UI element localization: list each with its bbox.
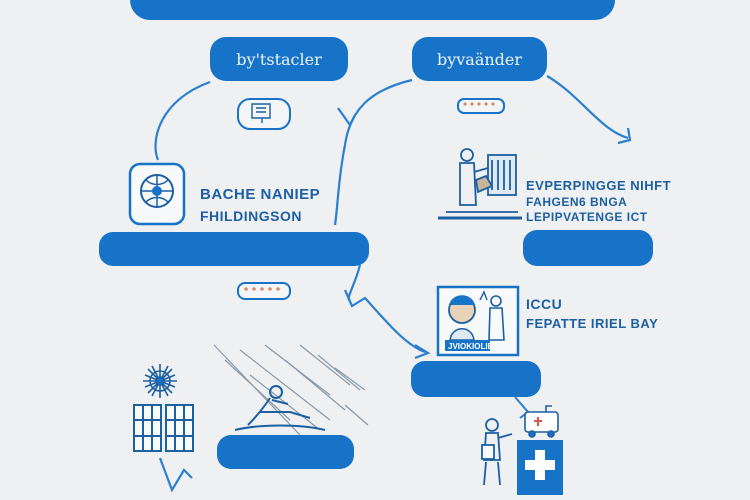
pill-dots-icon xyxy=(244,102,495,291)
solar-panel-icon xyxy=(133,404,194,452)
flow-arrow xyxy=(546,75,629,140)
top-banner xyxy=(130,0,615,20)
ambulance-icon xyxy=(524,405,559,438)
node-top-left[interactable]: by'tstacler xyxy=(210,37,348,81)
first-aid-cross-icon xyxy=(517,440,563,495)
flow-arrow xyxy=(333,78,413,226)
flow-arrow xyxy=(337,107,356,128)
bottom-left-bar[interactable] xyxy=(217,435,354,469)
flow-arrow xyxy=(158,457,193,493)
right-caption-line2: FAHGEN6 BNGA xyxy=(526,195,628,209)
flow-arrow xyxy=(414,344,431,360)
person-standing-icon xyxy=(481,418,513,486)
right-caption-line1: EVPERPINGGE NIHFT xyxy=(526,178,672,193)
flow-arrow xyxy=(154,80,211,161)
pill-dots-icon xyxy=(237,282,291,300)
person-at-board-icon xyxy=(438,148,522,220)
flow-arrow xyxy=(617,127,632,145)
right-caption-line3: LEPIPVATENGE ICT xyxy=(526,210,648,224)
left-caption-line1: BACHE NANIEP xyxy=(200,186,321,203)
left-action-bar[interactable] xyxy=(99,232,369,266)
node-top-left-label: by'tstacler xyxy=(236,49,322,69)
flow-arrow xyxy=(343,289,426,354)
hand-card-icon xyxy=(251,103,271,123)
node-top-right[interactable]: byvaänder xyxy=(412,37,547,81)
flow-arrow xyxy=(347,264,362,302)
sun-icon xyxy=(143,364,177,398)
node-top-right-label: byvaänder xyxy=(436,49,523,69)
middle-caption-line2: FEPATTE IRIEL BAY xyxy=(526,316,659,331)
pill-dots-icon xyxy=(457,98,505,114)
fallen-person-icon xyxy=(234,385,326,431)
doctor-on-screen-icon: JVIOKIOLIE xyxy=(436,285,520,357)
right-action-bar[interactable] xyxy=(523,230,653,266)
left-caption-line2: FHILDINGSON xyxy=(200,208,302,224)
middle-action-bar[interactable] xyxy=(411,361,541,397)
rain-lines-icon xyxy=(213,344,369,436)
shield-globe-icon xyxy=(128,162,186,226)
screen-label: JVIOKIOLIE xyxy=(448,342,494,351)
middle-caption-line1: ICCU xyxy=(526,296,563,312)
